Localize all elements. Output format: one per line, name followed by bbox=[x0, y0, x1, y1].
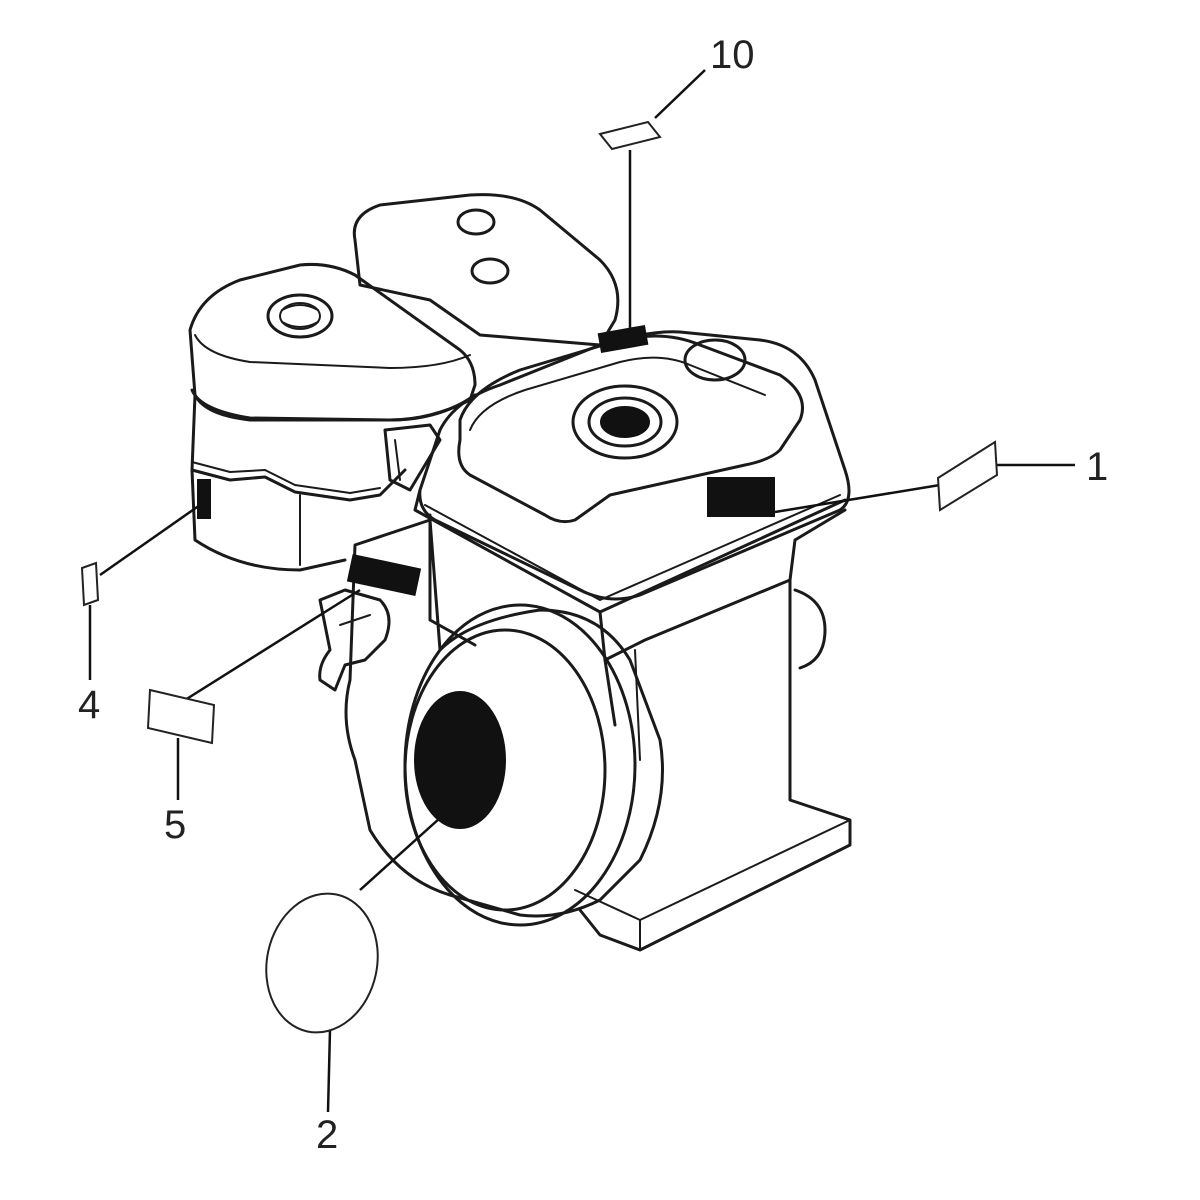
callout-5: 5 bbox=[164, 803, 186, 847]
recoil-starter-housing bbox=[344, 518, 664, 927]
callout-2: 2 bbox=[316, 1113, 338, 1157]
top-warning-label bbox=[597, 324, 649, 354]
callout-10: 10 bbox=[710, 33, 755, 77]
shroud-warning-label bbox=[707, 477, 775, 517]
leader-lines bbox=[88, 69, 1075, 1113]
air-cleaner-warning-label bbox=[197, 479, 211, 519]
recoil-cover-top bbox=[457, 324, 804, 524]
fuel-shutoff-label bbox=[346, 554, 422, 596]
decal-part-5 bbox=[146, 688, 216, 745]
fuel-shutoff-lever bbox=[318, 588, 391, 692]
callout-4: 4 bbox=[78, 683, 100, 727]
air-cleaner-wing-nut bbox=[266, 293, 334, 339]
engine-shroud bbox=[413, 330, 852, 952]
starter-center-cap bbox=[414, 691, 506, 829]
air-cleaner bbox=[188, 263, 477, 572]
decal-part-10 bbox=[598, 120, 662, 151]
decal-part-2 bbox=[265, 892, 379, 1034]
decal-part-4 bbox=[80, 561, 100, 607]
decal-part-1 bbox=[936, 440, 999, 512]
fuel-tank bbox=[352, 193, 620, 347]
callout-1: 1 bbox=[1086, 445, 1108, 489]
